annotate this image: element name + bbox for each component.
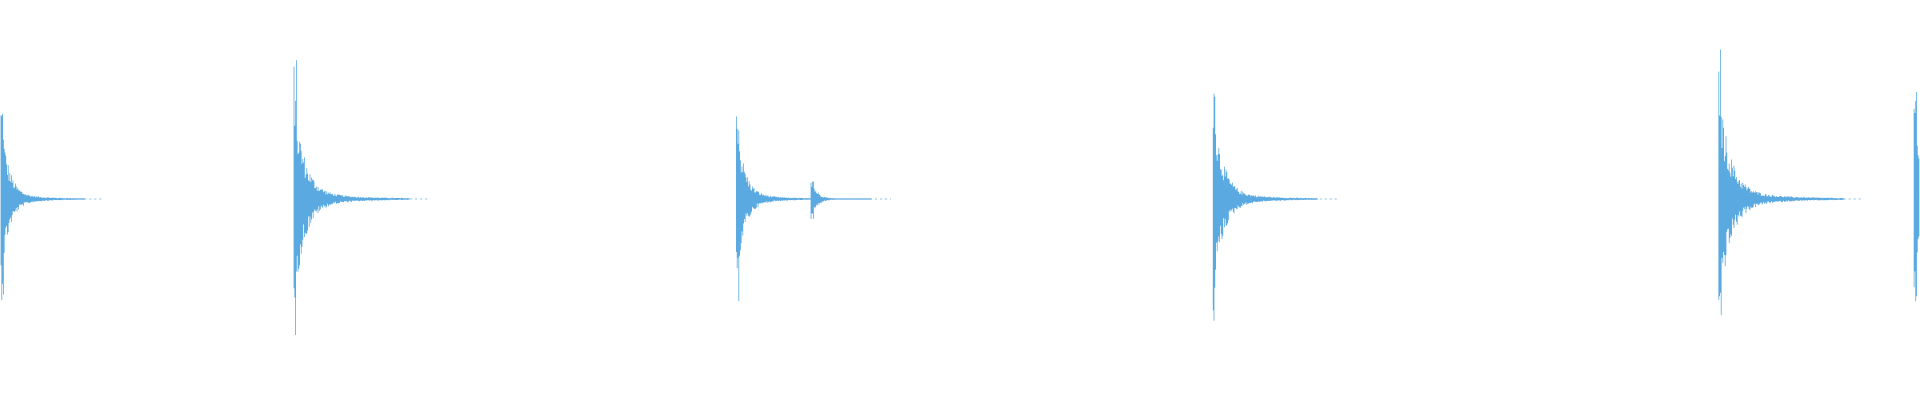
transient-envelope: [810, 181, 872, 219]
transient-2: [293, 60, 430, 335]
transient-envelope: [1913, 92, 1920, 302]
transient-envelope: [736, 116, 822, 302]
transient-envelope: [1212, 93, 1318, 321]
transient-envelope: [1718, 49, 1844, 316]
waveform-layer: [0, 49, 1920, 335]
transient-1: [0, 113, 105, 301]
transient-envelope: [0, 113, 85, 301]
transient-7: [1913, 92, 1920, 302]
transient-4: [810, 181, 891, 219]
transient-6: [1718, 49, 1864, 316]
transient-3: [736, 116, 842, 302]
transient-envelope: [293, 60, 410, 335]
transient-5: [1212, 93, 1338, 321]
